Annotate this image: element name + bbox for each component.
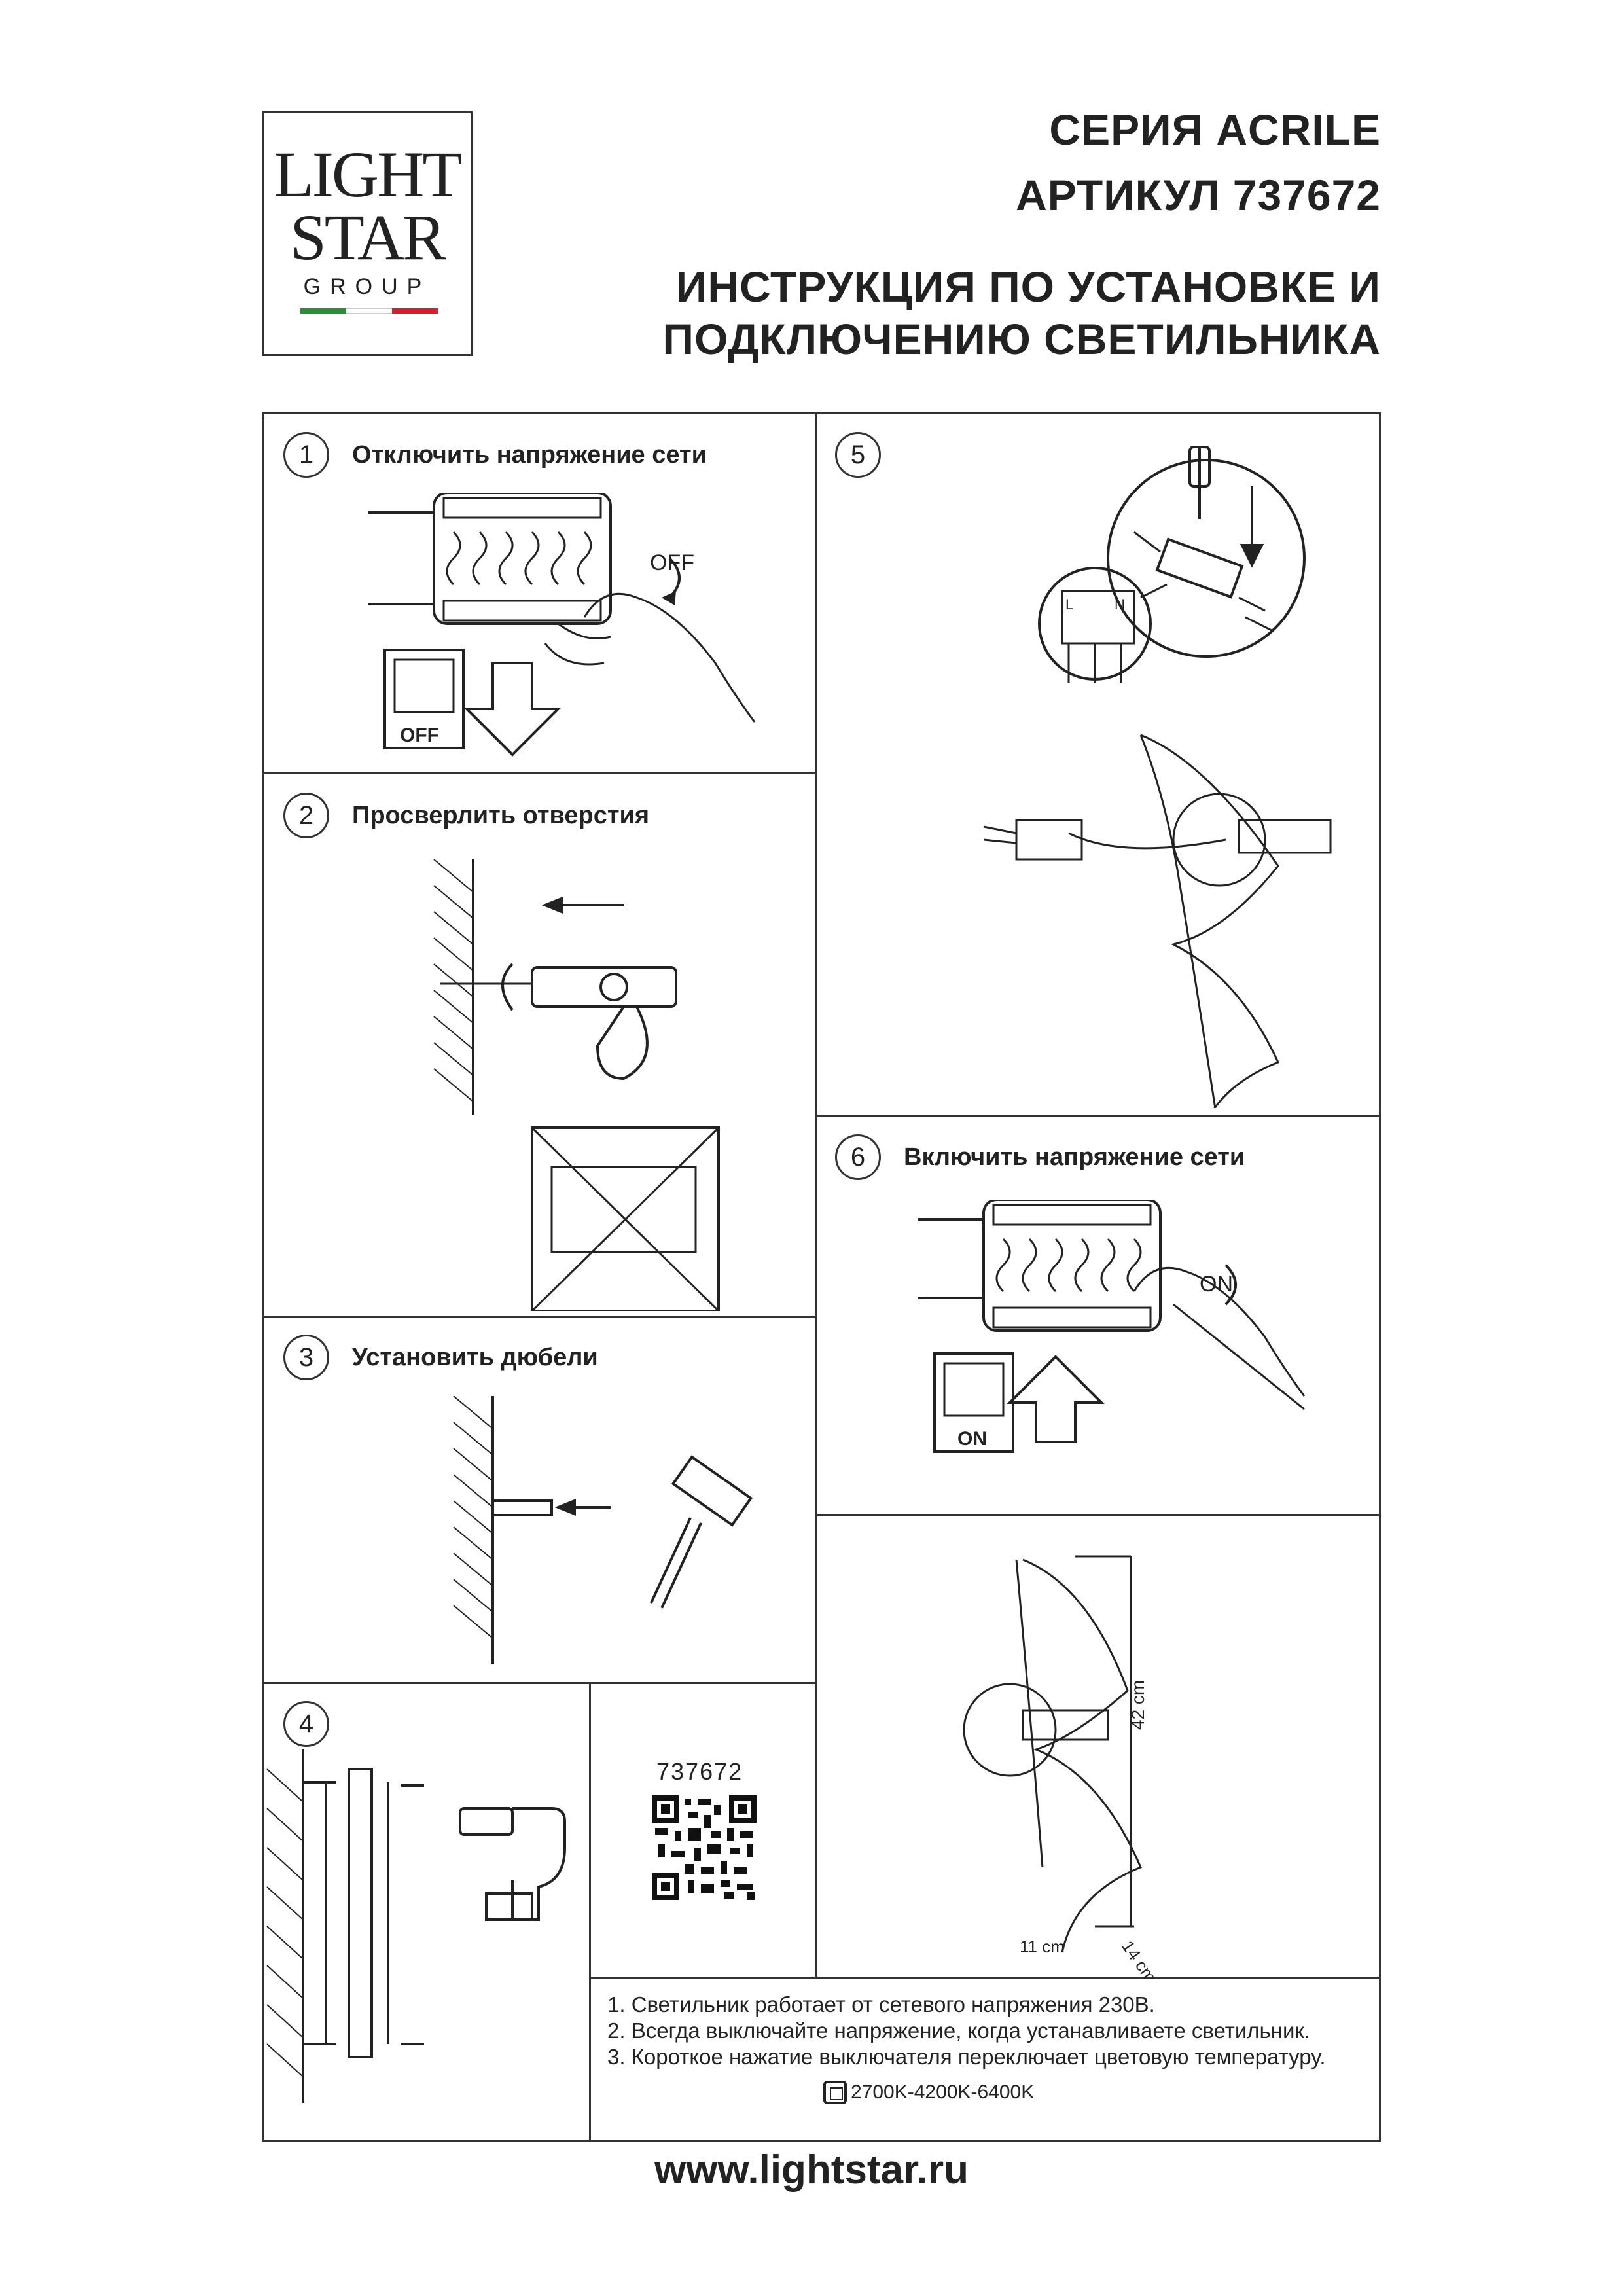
step-number-4: 4 (283, 1701, 329, 1747)
step-title-3: Установить дюбели (352, 1344, 598, 1371)
dimension-depth: 14 cm (1118, 1937, 1160, 1979)
note-2: 2. Всегда выключайте напряжение, когда у… (607, 2018, 1311, 2043)
color-temperature-label: 2700K-4200K-6400K (851, 2081, 1035, 2103)
step1-illustration: OFF OFF (368, 493, 756, 757)
qr-code-label: 737672 (656, 1758, 743, 1785)
series-title: СЕРИЯ ACRILE (1049, 105, 1381, 154)
grid-divider (589, 1684, 591, 2142)
grid-divider (589, 1977, 1381, 1979)
step-number-2: 2 (283, 793, 329, 838)
switch-off-label: OFF (650, 550, 694, 575)
brand-logo: LIGHT STAR GROUP (262, 111, 473, 356)
grid-divider (815, 1514, 1381, 1516)
logo-text-group: GROUP (303, 274, 431, 299)
instruction-grid: 1 Отключить напряжение сети OFF OFF 2 Пр… (262, 412, 1381, 2142)
terminal-label-n: N (1115, 596, 1125, 613)
italian-flag-stripe (300, 308, 438, 314)
terminal-label-l: L (1065, 596, 1073, 613)
grid-divider (264, 772, 817, 774)
step-number-6: 6 (835, 1134, 881, 1180)
grid-divider (264, 1316, 817, 1318)
note-1: 1. Светильник работает от сетевого напря… (607, 1992, 1155, 2017)
grid-divider (815, 414, 817, 1977)
grid-divider (815, 1115, 1381, 1117)
step-title-6: Включить напряжение сети (904, 1143, 1245, 1171)
step5-illustration: L N (983, 446, 1332, 1108)
step-number-1: 1 (283, 432, 329, 478)
svg-text:OFF: OFF (400, 725, 439, 746)
step-number-3: 3 (283, 1335, 329, 1380)
article-number: АРТИКУЛ 737672 (1016, 171, 1381, 219)
instruction-title-line2: ПОДКЛЮЧЕНИЮ СВЕТИЛЬНИКА (662, 315, 1381, 363)
dimension-width: 11 cm (1020, 1937, 1065, 1956)
step3-illustration (453, 1396, 753, 1664)
step-title-1: Отключить напряжение сети (352, 441, 707, 469)
product-dimension-drawing: 42 cm 11 cm 14 cm (963, 1555, 1160, 1979)
website-url[interactable]: www.lightstar.ru (654, 2147, 969, 2193)
step6-illustration: ON ON (918, 1200, 1306, 1453)
color-temperature-row: 2700K-4200K-6400K (823, 2081, 1034, 2104)
step-number-5: 5 (835, 432, 881, 478)
qr-code[interactable] (652, 1795, 757, 1900)
switch-on-label: ON (1200, 1272, 1233, 1297)
dimension-height: 42 cm (1128, 1680, 1148, 1730)
step2-illustration (433, 859, 720, 1311)
logo-text-light: LIGHT (274, 138, 463, 211)
step-title-2: Просверлить отверстия (352, 802, 650, 829)
cct-switch-icon (823, 2081, 847, 2104)
svg-text:ON: ON (957, 1428, 987, 1450)
grid-divider (264, 1682, 817, 1684)
instruction-title-line1: ИНСТРУКЦИЯ ПО УСТАНОВКЕ И (675, 262, 1381, 311)
logo-text-star: STAR (290, 201, 446, 274)
note-3: 3. Короткое нажатие выключателя переключ… (607, 2045, 1326, 2069)
step4-illustration (266, 1749, 566, 2103)
